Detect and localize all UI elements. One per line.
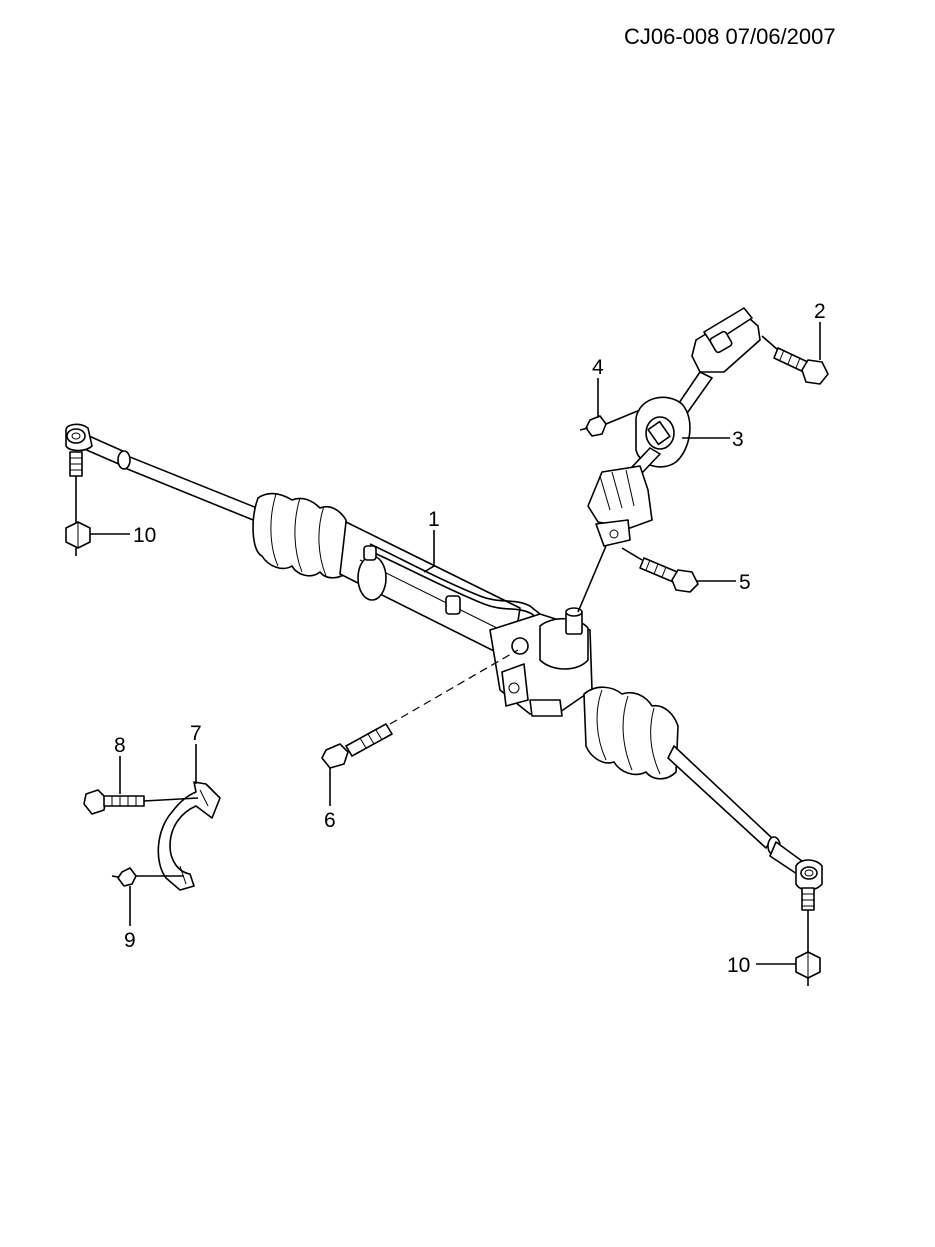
nut-10-left xyxy=(65,476,91,556)
nut-9 xyxy=(111,867,184,887)
callout-7: 7 xyxy=(190,722,202,745)
steering-rack-assembly xyxy=(65,423,823,911)
bolt-2 xyxy=(761,335,829,385)
bolt-5 xyxy=(621,547,699,593)
callout-10-left: 10 xyxy=(133,524,156,547)
callout-9: 9 xyxy=(124,929,136,952)
nut-4 xyxy=(579,409,641,437)
bolt-8 xyxy=(83,789,199,815)
callout-3: 3 xyxy=(732,428,744,451)
shaft-to-pinion-line xyxy=(577,545,607,613)
callout-5: 5 xyxy=(739,571,751,594)
callout-6: 6 xyxy=(324,809,336,832)
leader-lines xyxy=(90,322,821,965)
intermediate-shaft-assembly xyxy=(587,307,761,547)
callout-4: 4 xyxy=(592,356,604,379)
drawing-code: CJ06-008 07/06/2007 xyxy=(624,24,836,49)
clamp-7 xyxy=(157,781,221,891)
callout-2: 2 xyxy=(814,300,826,323)
nut-10-right xyxy=(795,910,821,986)
callout-1: 1 xyxy=(428,508,440,531)
bolt-6 xyxy=(321,649,519,769)
callout-8: 8 xyxy=(114,734,126,757)
callout-10-right: 10 xyxy=(727,954,750,977)
